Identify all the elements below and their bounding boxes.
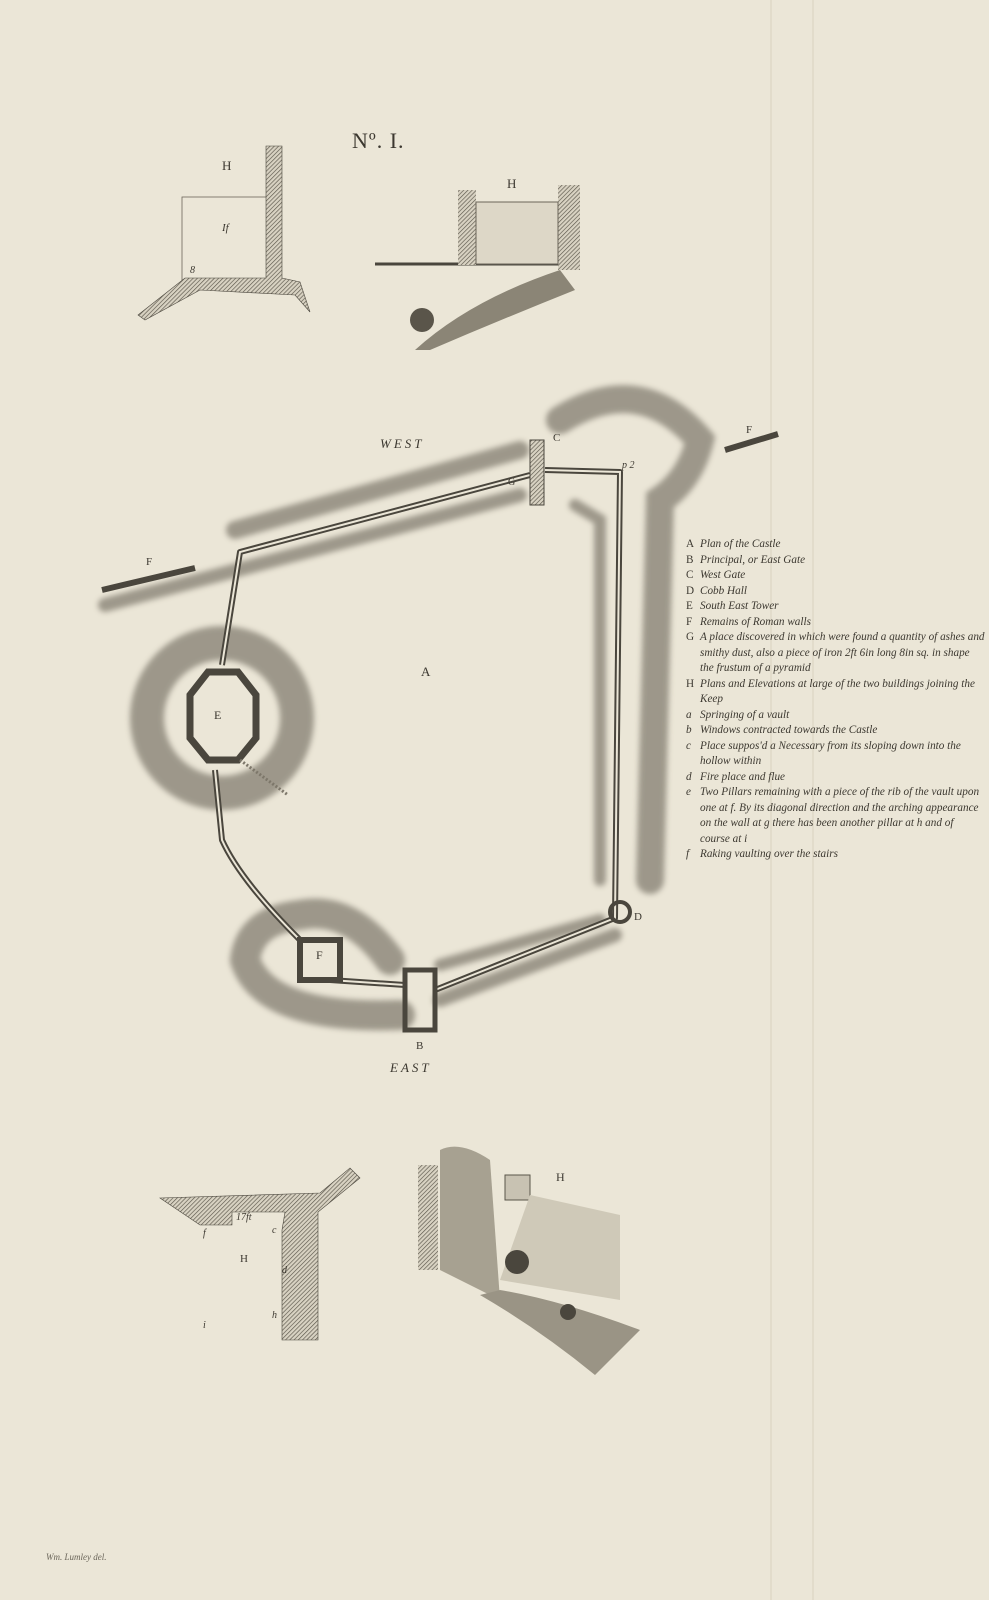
legend-item: C West Gate — [686, 568, 986, 584]
legend-text: A place discovered in which were found a… — [700, 631, 985, 674]
top-plan-h — [137, 145, 311, 321]
plate-number: Nº. I. — [352, 128, 405, 153]
bottom-plan-label: H — [240, 1253, 248, 1265]
legend-text: West Gate — [700, 569, 746, 581]
engraver-credit: Wm. Lumley del. — [46, 1552, 107, 1562]
west-label: WEST — [380, 436, 425, 451]
legend-item: A Plan of the Castle — [686, 537, 986, 553]
bottom-plan-h — [159, 1167, 361, 1341]
legend-key: D — [686, 584, 695, 597]
legend: A Plan of the Castle B Principal, or East … — [686, 537, 986, 863]
label-f-east: F — [746, 424, 753, 436]
roman-wall-east — [724, 431, 779, 453]
legend-text: South East Tower — [700, 600, 779, 612]
curtain-wall — [212, 467, 623, 993]
paper-fold — [812, 0, 814, 1600]
label-f-tower: F — [316, 948, 323, 962]
legend-key: C — [686, 569, 694, 581]
legend-key: G — [686, 631, 695, 643]
label-b: B — [416, 1040, 424, 1052]
legend-text: Windows contracted towards the Castle — [700, 724, 878, 736]
legend-item: e Two Pillars remaining with a piece of t… — [686, 785, 986, 847]
label-g: G — [508, 477, 516, 488]
cobb-hall — [608, 900, 632, 924]
east-label: EAST — [390, 1060, 432, 1075]
legend-text: Cobb Hall — [700, 584, 747, 597]
legend-item: c Place suppos'd a Necessary from its slo… — [686, 739, 986, 770]
mark-d: d — [282, 1265, 287, 1276]
south-east-tower — [186, 668, 260, 764]
legend-text: Remains of Roman walls — [700, 615, 811, 628]
legend-item: f Raking vaulting over the stairs — [686, 847, 986, 863]
legend-key: b — [686, 724, 692, 736]
legend-item: b Windows contracted towards the Castle — [686, 723, 986, 739]
legend-item: H Plans and Elevations at large of the tw… — [686, 677, 986, 708]
legend-key: F — [686, 615, 693, 628]
legend-item: B Principal, or East Gate — [686, 553, 986, 569]
earthworks — [98, 385, 716, 1031]
legend-text: Place suppos'd a Necessary from its slop… — [700, 739, 961, 768]
label-d: D — [634, 911, 642, 923]
bottom-plan-dimension: 17ft — [236, 1212, 252, 1223]
mark-i: i — [203, 1320, 206, 1331]
legend-text: Principal, or East Gate — [700, 553, 806, 566]
legend-key: A — [686, 538, 695, 550]
mark-c: c — [272, 1225, 277, 1236]
east-gate — [402, 967, 438, 1033]
tower-steps — [239, 758, 289, 797]
mark-f: f — [203, 1228, 206, 1239]
label-a: A — [421, 664, 431, 679]
legend-item: D Cobb Hall — [686, 584, 986, 600]
west-gate — [529, 439, 545, 506]
legend-item: a Springing of a vault — [686, 708, 986, 724]
top-elevation-label: H — [507, 176, 517, 191]
top-plan-label: H — [222, 158, 232, 173]
legend-text: Raking vaulting over the stairs — [700, 848, 838, 860]
legend-key: d — [686, 770, 692, 783]
top-plan-corner: 8 — [190, 265, 195, 276]
legend-text: Springing of a vault — [700, 708, 790, 721]
legend-item: G A place discovered in which were found … — [686, 630, 986, 677]
label-e: E — [214, 708, 222, 722]
label-f-west: F — [146, 556, 153, 568]
legend-key: a — [686, 708, 692, 721]
legend-text: Fire place and flue — [700, 770, 786, 783]
legend-key: c — [686, 739, 691, 752]
paper-fold — [770, 0, 772, 1600]
legend-item: F Remains of Roman walls — [686, 615, 986, 631]
label-p2: p 2 — [622, 460, 635, 471]
bottom-elevation-h — [418, 1146, 640, 1375]
legend-key: E — [686, 600, 693, 612]
legend-item: E South East Tower — [686, 599, 986, 615]
roman-wall-west — [101, 565, 196, 593]
legend-key: B — [686, 553, 694, 566]
mark-h: h — [272, 1310, 277, 1321]
legend-text: Plans and Elevations at large of the two… — [700, 677, 975, 706]
legend-key: e — [686, 786, 691, 798]
bottom-elevation-label: H — [556, 1170, 565, 1184]
legend-text: Two Pillars remaining with a piece of th… — [700, 786, 980, 845]
legend-key: f — [686, 848, 690, 860]
legend-text: Plan of the Castle — [700, 538, 781, 550]
legend-key: H — [686, 677, 695, 690]
top-plan-room: If — [222, 222, 229, 234]
top-elevation-h — [375, 185, 580, 350]
legend-item: d Fire place and flue — [686, 770, 986, 786]
label-c: C — [553, 432, 561, 444]
tower-f — [297, 937, 343, 983]
